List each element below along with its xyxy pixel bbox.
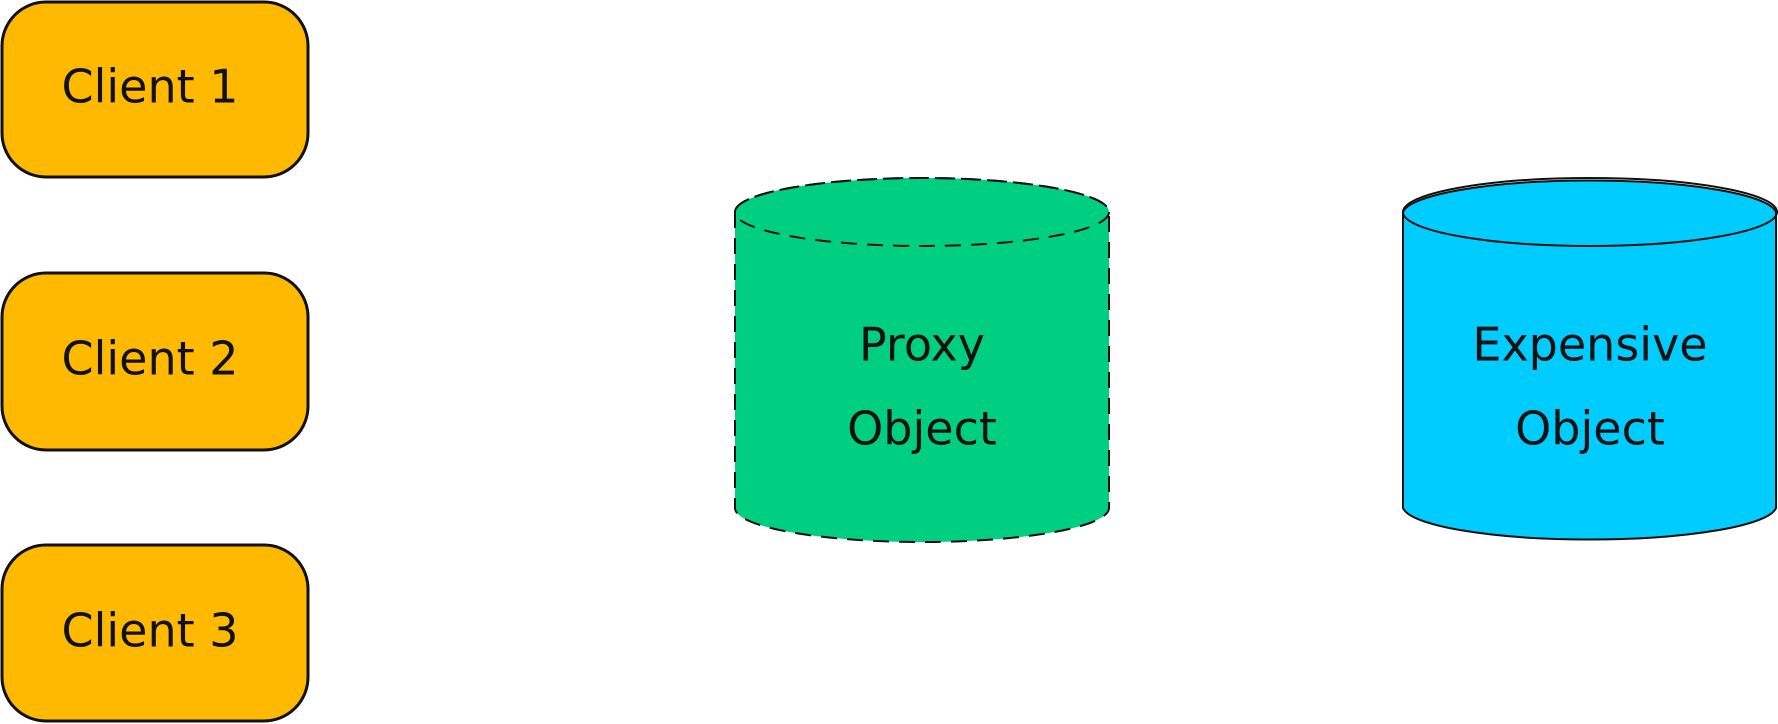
expensive-label-line1: Expensive: [1472, 318, 1707, 372]
client-1-box[interactable]: Client 1: [0, 0, 310, 179]
expensive-label-line2: Object: [1515, 402, 1665, 456]
expensive-object-cylinder[interactable]: Expensive Object: [1402, 177, 1778, 541]
proxy-label-line2: Object: [847, 402, 997, 456]
client-3-box[interactable]: Client 3: [0, 543, 310, 723]
client-2-label: Client 2: [61, 332, 238, 386]
client-1-label: Client 1: [61, 60, 238, 114]
client-2-box[interactable]: Client 2: [0, 271, 310, 452]
proxy-object-cylinder[interactable]: Proxy Object: [734, 177, 1110, 543]
client-3-label: Client 3: [61, 604, 238, 658]
proxy-label-line1: Proxy: [859, 318, 985, 372]
